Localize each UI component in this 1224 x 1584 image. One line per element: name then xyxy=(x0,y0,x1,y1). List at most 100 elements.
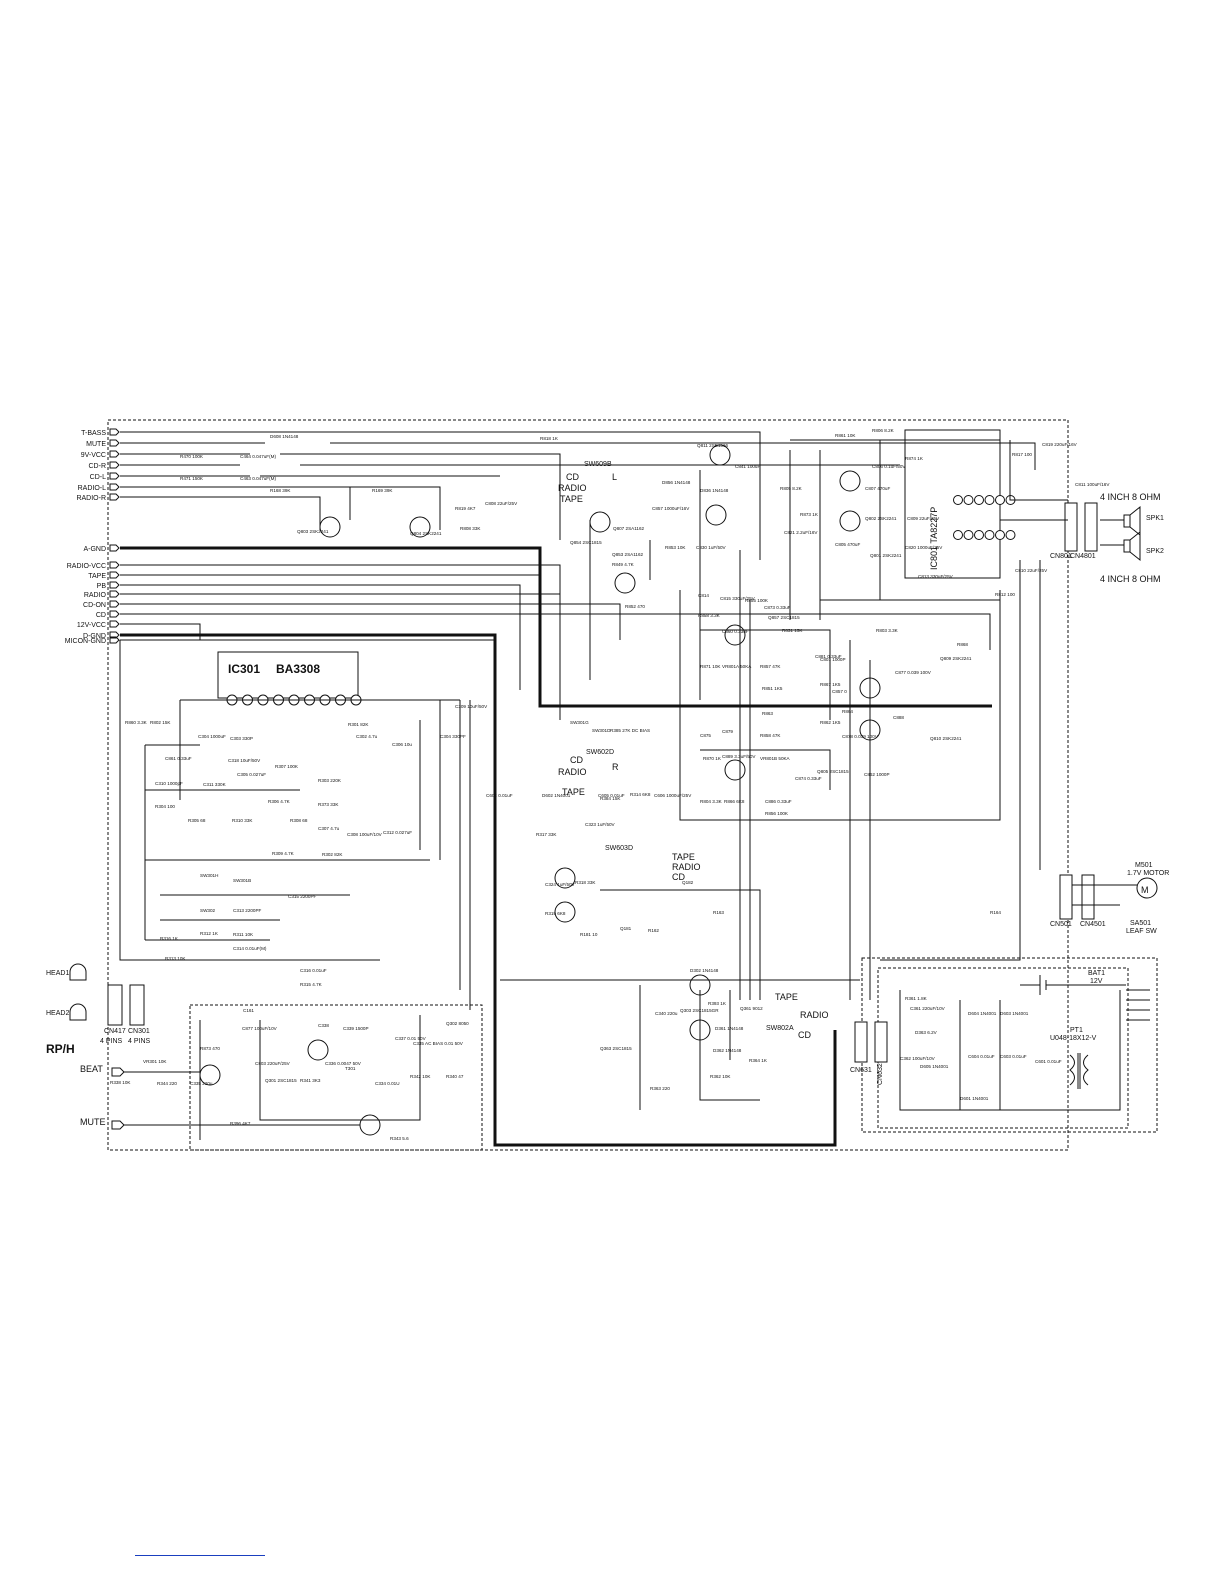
component-label: C861 0.33uF xyxy=(165,756,192,761)
component-label: R343 5.6 xyxy=(390,1136,409,1141)
wiring xyxy=(119,431,1150,1140)
component-label: C307 4.7u xyxy=(318,826,340,831)
ic-pin xyxy=(974,530,984,540)
speaker1-icon xyxy=(1123,505,1141,537)
component-label: R305 68 xyxy=(188,818,206,823)
signal-label: RADIO xyxy=(84,592,107,599)
component-label: C308 100uF/10V xyxy=(347,832,383,837)
cn632-connector xyxy=(874,1021,888,1063)
component-label: D836 1N4148 xyxy=(700,488,729,493)
component-label: R861 10K xyxy=(835,433,856,438)
connector-arrow-icon xyxy=(109,450,120,458)
component-label: C339 1500P xyxy=(343,1026,369,1031)
cn301-connector xyxy=(129,984,145,1026)
head2-icon xyxy=(69,1003,87,1021)
component-label: C306 10u xyxy=(392,742,412,747)
cn632-ref: CN632 xyxy=(877,1063,884,1085)
signal-label: MICON-GND xyxy=(65,638,106,645)
component-label: Q810 2SK2241 xyxy=(930,736,962,741)
component-label: R808 33K xyxy=(460,526,481,531)
signal-label: RADIO-R xyxy=(76,495,106,502)
sw603-ref: SW603D xyxy=(605,845,633,852)
component-label: C323 1uF/50V xyxy=(585,822,616,827)
component-label: C881 0.33uF xyxy=(815,654,842,659)
component-label: R340 47 xyxy=(446,1074,464,1079)
sw602-cd: CD xyxy=(570,755,583,765)
leaf-switch-ref: SA501 xyxy=(1130,920,1151,927)
component-label: C309 10uF/50V xyxy=(455,704,488,709)
battery-ref: BAT1 xyxy=(1088,970,1105,977)
component-label: Q854 2SC1815 xyxy=(570,540,602,545)
component-label: SW301B xyxy=(233,878,251,883)
transformer-part: U048-18X12-V xyxy=(1050,1035,1097,1042)
component-label: R362 10K xyxy=(710,1074,731,1079)
component-label: R874 1K xyxy=(905,456,924,461)
ic-pin xyxy=(984,530,995,540)
component-label: Q361 9012 xyxy=(740,1006,763,1011)
cn802-connector xyxy=(1084,502,1098,552)
component-label: R162 xyxy=(648,928,659,933)
ic-pin xyxy=(995,495,1005,505)
component-label: R868 xyxy=(957,642,968,647)
component-label: C161 xyxy=(243,1008,254,1013)
leaf-switch-desc: LEAF SW xyxy=(1126,928,1157,935)
component-label: Q807 2SA1162 xyxy=(613,526,645,531)
component-label: R342 10K xyxy=(410,1074,431,1079)
signal-label: T-BASS xyxy=(81,430,106,437)
ic-pin xyxy=(974,495,984,505)
component-label: Q803 2SK2241 xyxy=(297,529,329,534)
component-label: R311 10K xyxy=(233,932,254,937)
component-label: D605 1N4001 xyxy=(920,1064,949,1069)
sw603-tape: TAPE xyxy=(672,852,695,862)
connector-arrow-icon xyxy=(109,610,120,618)
cn301-ref: CN301 xyxy=(128,1028,150,1035)
component-label: R855 100K xyxy=(745,598,769,603)
component-label: C886 0.33uF xyxy=(765,799,792,804)
component-label: C312 0.027uF xyxy=(383,830,412,835)
component-label: R164 xyxy=(990,910,1001,915)
battery-icon xyxy=(1020,975,1126,995)
component-label: R817 100 xyxy=(1012,452,1032,457)
footer-link-underline[interactable] xyxy=(135,1555,265,1556)
component-label: C311 330K xyxy=(203,782,227,787)
component-label: R806 8.2K xyxy=(872,428,895,433)
component-label: R315 4.7K xyxy=(300,982,323,987)
component-label: C314 0.01uF(M) xyxy=(233,946,267,951)
ic-pin xyxy=(963,495,974,505)
component-label: C324 1uF/50V xyxy=(545,882,576,887)
component-label: C604 0.01uF xyxy=(968,1054,995,1059)
component-label: R308 68 xyxy=(290,818,308,823)
transformer-ref: PT1 xyxy=(1070,1027,1083,1034)
component-label: R306 4.7K xyxy=(268,799,291,804)
component-label: C338 xyxy=(318,1023,329,1028)
ic301-body xyxy=(217,651,359,699)
component-label: C862 1000P xyxy=(864,772,890,777)
component-label: C811 100uF/16V xyxy=(1075,482,1110,487)
component-label: R873 1K xyxy=(800,512,819,517)
head1-label: HEAD1 xyxy=(46,970,69,977)
component-label: C315 2200PF xyxy=(288,894,317,899)
signal-label: TAPE xyxy=(88,573,106,580)
component-label: C603 0.01uF xyxy=(1000,1054,1027,1059)
ic-pin xyxy=(995,530,1005,540)
component-label: C857 1000uF/16V xyxy=(652,506,690,511)
component-label: C304 1000uF xyxy=(198,734,226,739)
connector-arrow-icon xyxy=(109,590,120,598)
component-label: R873 470 xyxy=(200,1046,220,1051)
signal-label: 9V-VCC xyxy=(81,452,106,459)
component-label: C605 0.01uF xyxy=(598,793,625,798)
component-label: R857 47K xyxy=(760,664,781,669)
component-label: R163 xyxy=(713,910,724,915)
beat-label: BEAT xyxy=(80,1064,103,1074)
component-label: C810 22uF/25V xyxy=(1015,568,1048,573)
component-label: D361 1N4148 xyxy=(715,1026,744,1031)
transistors xyxy=(199,444,881,1136)
component-label: R384 15K xyxy=(600,796,621,801)
component-label: R344 220 xyxy=(157,1081,177,1086)
ic801-pins xyxy=(953,495,1016,540)
component-label: R373 33K xyxy=(318,802,339,807)
component-label: C334 0.01U xyxy=(375,1081,400,1086)
component-label: SW301D xyxy=(592,728,611,733)
